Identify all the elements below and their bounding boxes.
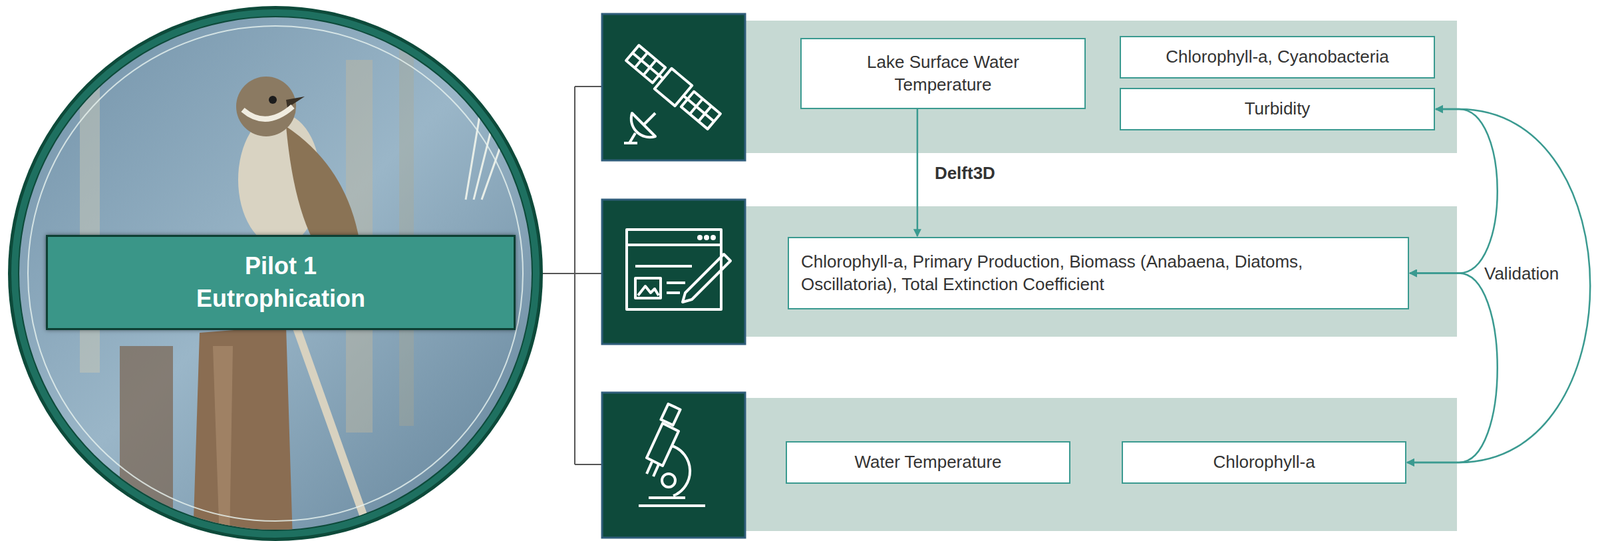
node-text: Water Temperature bbox=[854, 451, 1002, 474]
node-text: Chlorophyll-a, Primary Production, Bioma… bbox=[800, 250, 1396, 297]
satellite-icon bbox=[624, 42, 723, 144]
microscope-icon bbox=[638, 403, 706, 506]
bracket-lines bbox=[542, 86, 603, 465]
validation-label: Validation bbox=[1482, 263, 1561, 285]
edge-label: Delft3D bbox=[932, 162, 998, 184]
connector-arrow bbox=[1407, 273, 1498, 464]
band bbox=[745, 206, 1457, 337]
icon-box bbox=[602, 13, 746, 161]
node-text: Chlorophyll-a bbox=[1212, 451, 1315, 474]
data-box: Chlorophyll-a bbox=[1121, 441, 1407, 484]
bird-photo bbox=[0, 0, 553, 541]
data-box: Chlorophyll-a, Cyanobacteria bbox=[1119, 35, 1436, 79]
data-box: Turbidity bbox=[1119, 87, 1436, 131]
icon-box bbox=[602, 199, 746, 344]
connector-arrow bbox=[916, 109, 919, 237]
data-box: Water Temperature bbox=[785, 441, 1071, 484]
band bbox=[745, 20, 1457, 154]
browser-icon bbox=[626, 229, 731, 310]
title-banner: Pilot 1 Eutrophication bbox=[45, 234, 516, 330]
data-box: Lake Surface Water Temperature bbox=[800, 37, 1086, 110]
node-text: Lake Surface Water Temperature bbox=[860, 51, 1027, 97]
photo-ring bbox=[7, 5, 543, 541]
node-text: Turbidity bbox=[1244, 97, 1311, 121]
data-box: Chlorophyll-a, Primary Production, Bioma… bbox=[787, 236, 1410, 310]
band bbox=[745, 397, 1457, 531]
connector-arrow bbox=[1409, 109, 1498, 274]
connector-arrow bbox=[1407, 109, 1591, 463]
node-text: Pilot 1 Eutrophication bbox=[170, 250, 391, 315]
node-text: Chlorophyll-a, Cyanobacteria bbox=[1165, 45, 1389, 69]
icon-box bbox=[602, 392, 746, 538]
